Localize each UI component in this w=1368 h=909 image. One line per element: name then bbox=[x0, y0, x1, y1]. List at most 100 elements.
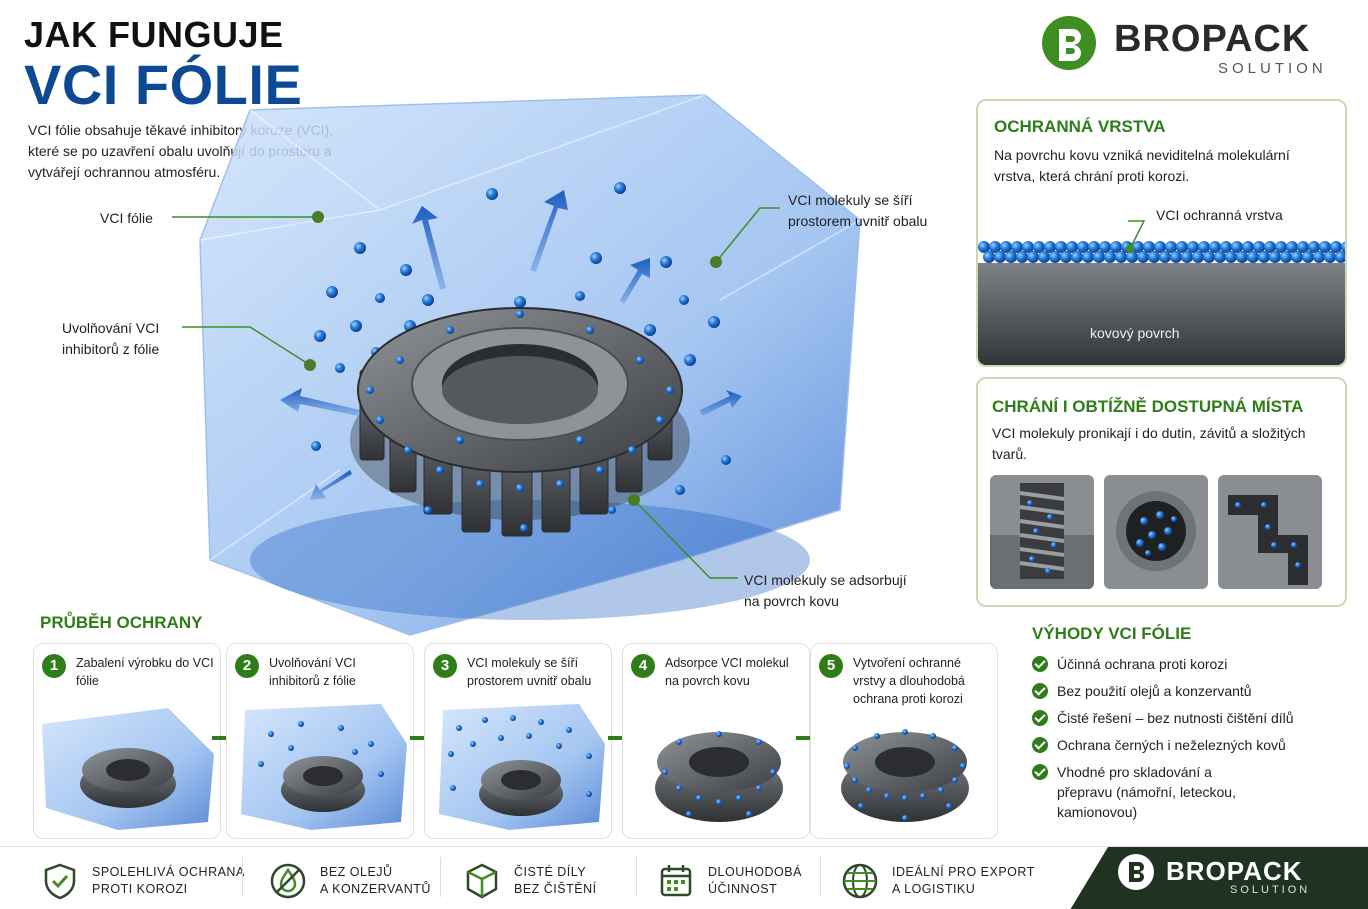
benefits-title: VÝHODY VCI FÓLIE bbox=[1032, 624, 1192, 643]
layer-molecule bbox=[1148, 251, 1160, 263]
benefit-item: Ochrana černých i neželezných kovů bbox=[1032, 735, 1352, 755]
layer-molecule bbox=[1044, 241, 1056, 253]
step-1-illustration bbox=[42, 708, 214, 830]
layer-molecule bbox=[1005, 251, 1017, 263]
layer-molecule bbox=[1176, 241, 1188, 253]
layer-molecule bbox=[1159, 251, 1171, 263]
layer-molecule bbox=[1022, 241, 1034, 253]
layer-molecule bbox=[1055, 241, 1067, 253]
threaded-hole-image bbox=[990, 475, 1094, 589]
layer-molecule bbox=[1016, 251, 1028, 263]
layer-molecule bbox=[1038, 251, 1050, 263]
step-text: VCI molekuly se šíří prostorem uvnitř ob… bbox=[467, 656, 592, 688]
callout-spread: VCI molekuly se šíří prostorem uvnitř ob… bbox=[788, 192, 928, 229]
check-icon bbox=[1032, 656, 1048, 672]
step-text: Zabalení výrobku do VCI fólie bbox=[76, 656, 214, 688]
layer-molecule bbox=[1203, 251, 1215, 263]
hero-arrows bbox=[280, 190, 742, 500]
hero-gear bbox=[350, 307, 690, 537]
step-5-illustration bbox=[841, 729, 969, 822]
step-text: Adsorpce VCI molekul na povrch kovu bbox=[665, 656, 789, 688]
page-title-line1: JAK FUNGUJE bbox=[24, 14, 284, 55]
check-icon bbox=[1032, 683, 1048, 699]
page-title-line2: VCI FÓLIE bbox=[24, 53, 303, 116]
brand-name: BROPACK bbox=[1114, 18, 1311, 60]
callout-leaders bbox=[172, 207, 780, 579]
check-icon bbox=[1032, 710, 1048, 726]
layer-molecule bbox=[983, 251, 995, 263]
layer-molecule bbox=[1346, 251, 1347, 263]
layer-molecule bbox=[1115, 251, 1127, 263]
panel-layer-title: OCHRANNÁ VRSTVA bbox=[994, 117, 1166, 136]
layer-molecule bbox=[1187, 241, 1199, 253]
layer-molecule bbox=[1154, 241, 1166, 253]
cavity-image bbox=[1104, 475, 1208, 589]
protective-layer-illustration bbox=[978, 220, 1347, 365]
benefit-item: Čisté řešení – bez nutnosti čištění dílů bbox=[1032, 708, 1352, 728]
layer-molecule bbox=[1242, 241, 1254, 253]
process-step-1: 1 Zabalení výrobku do VCI fólie bbox=[33, 643, 221, 839]
layer-molecule bbox=[978, 241, 990, 253]
layer-molecule bbox=[1214, 251, 1226, 263]
layer-molecule bbox=[1104, 251, 1116, 263]
layer-molecule bbox=[1335, 251, 1345, 263]
process-step-5: 5 Vytvoření ochranné vrstvy a dlouhodobá… bbox=[810, 643, 998, 839]
layer-molecule bbox=[1330, 241, 1342, 253]
layer-molecule bbox=[1071, 251, 1083, 263]
benefit-item: Účinná ochrana proti korozi bbox=[1032, 654, 1352, 674]
layer-label: VCI ochranná vrstva bbox=[1156, 207, 1283, 223]
layer-molecule bbox=[1264, 241, 1276, 253]
benefit-item: Vhodné pro skladování a přepravu (námořn… bbox=[1032, 762, 1242, 822]
layer-molecule bbox=[1280, 251, 1292, 263]
no-oil-drop-icon bbox=[270, 863, 306, 899]
layer-molecule bbox=[1192, 251, 1204, 263]
step-number: 2 bbox=[235, 654, 259, 678]
layer-molecule bbox=[1137, 251, 1149, 263]
globe-icon bbox=[842, 863, 878, 899]
layer-molecule bbox=[1269, 251, 1281, 263]
complex-shape-image bbox=[1218, 475, 1322, 589]
layer-molecule bbox=[1027, 251, 1039, 263]
layer-molecule bbox=[1099, 241, 1111, 253]
layer-molecule bbox=[1275, 241, 1287, 253]
layer-molecule bbox=[1049, 251, 1061, 263]
process-step-2: 2 Uvolňování VCI inhibitorů z fólie bbox=[226, 643, 414, 839]
panel-hard-to-reach: CHRÁNÍ I OBTÍŽNĚ DOSTUPNÁ MÍSTA VCI mole… bbox=[976, 377, 1347, 607]
layer-molecule bbox=[1198, 241, 1210, 253]
panel-protective-layer: OCHRANNÁ VRSTVA Na povrchu kovu vzniká n… bbox=[976, 99, 1347, 367]
layer-molecule bbox=[1082, 251, 1094, 263]
layer-molecule bbox=[989, 241, 1001, 253]
layer-molecule bbox=[1165, 241, 1177, 253]
layer-molecule bbox=[1033, 241, 1045, 253]
brand-sub: SOLUTION bbox=[1218, 60, 1327, 77]
step-number: 3 bbox=[433, 654, 457, 678]
layer-molecule bbox=[1225, 251, 1237, 263]
step-text: Vytvoření ochranné vrstvy a dlouhodobá o… bbox=[853, 656, 965, 706]
check-icon bbox=[1032, 764, 1048, 780]
metal-label: kovový povrch bbox=[1090, 325, 1180, 341]
layer-molecule bbox=[1258, 251, 1270, 263]
panel-access-title: CHRÁNÍ I OBTÍŽNĚ DOSTUPNÁ MÍSTA bbox=[992, 397, 1304, 416]
vci-bag-illustration bbox=[172, 94, 861, 636]
layer-molecule bbox=[1060, 251, 1072, 263]
layer-molecule bbox=[1341, 241, 1345, 253]
layer-molecule bbox=[1110, 241, 1122, 253]
layer-molecule bbox=[1231, 241, 1243, 253]
process-step-4: 4 Adsorpce VCI molekul na povrch kovu bbox=[622, 643, 810, 839]
callout-vci-film: VCI fólie bbox=[100, 210, 153, 226]
layer-molecule bbox=[1077, 241, 1089, 253]
layer-molecule bbox=[1247, 251, 1259, 263]
layer-molecule bbox=[1181, 251, 1193, 263]
layer-molecule bbox=[1302, 251, 1314, 263]
layer-molecule bbox=[1291, 251, 1303, 263]
check-icon bbox=[1032, 737, 1048, 753]
layer-molecule bbox=[1308, 241, 1320, 253]
